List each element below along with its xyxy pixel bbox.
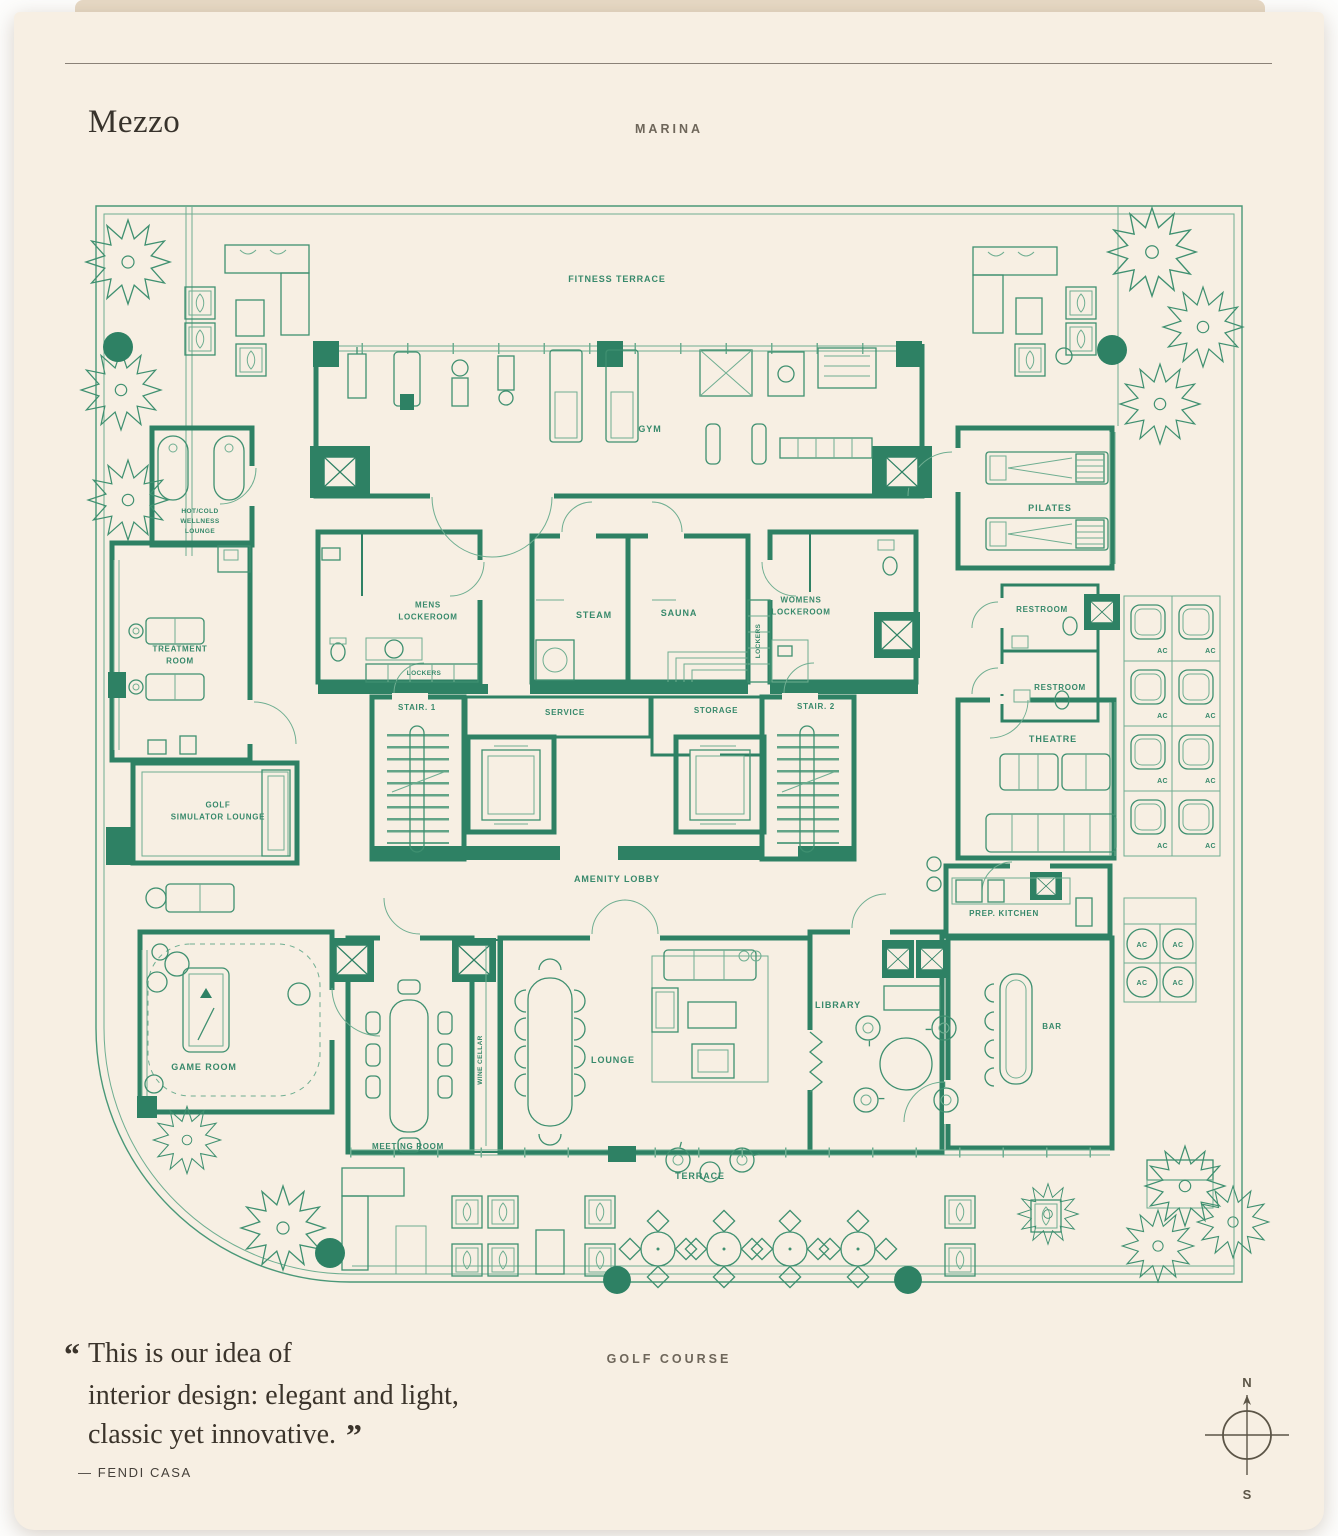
close-quote-mark: ” — [346, 1417, 362, 1454]
wellness-tubs — [157, 435, 245, 501]
svg-text:AC: AC — [1205, 713, 1216, 720]
room-label-terrace: TERRACE — [675, 1171, 725, 1182]
golf-simulator — [141, 769, 291, 857]
region-label-marina: MARINA — [635, 122, 703, 136]
room-label-wellness-lounge: HOT/COLD WELLNESS LOUNGE — [180, 507, 220, 536]
header-rule — [65, 63, 1272, 64]
quote-attribution: — FENDI CASA — [78, 1464, 192, 1480]
library-furniture — [848, 985, 964, 1118]
theatre-seating — [985, 753, 1117, 853]
room-label-library: LIBRARY — [815, 1000, 861, 1011]
room-label-storage: STORAGE — [693, 705, 739, 715]
room-label-meeting-room: MEETING ROOM — [372, 1141, 444, 1151]
room-label-treatment-room: TREATMENT ROOM — [152, 644, 208, 666]
lounge-dining-table — [514, 958, 586, 1146]
pilates-reformers — [985, 451, 1109, 551]
room-label-lockers-vertical: LOCKERS — [754, 623, 762, 659]
quote-line-3: classic yet innovative. — [88, 1419, 337, 1451]
prep-kitchen-counters — [926, 856, 1093, 927]
golf-lounge-sofa — [145, 883, 235, 913]
steam-room-fixtures — [535, 599, 676, 681]
room-label-restroom-2: RESTROOM — [1034, 682, 1086, 692]
ac-units-round: AC AC AC AC — [1123, 897, 1197, 1003]
svg-text:AC: AC — [1137, 942, 1148, 949]
svg-text:AC: AC — [1157, 648, 1168, 655]
region-label-golf-course: GOLF COURSE — [606, 1352, 732, 1366]
room-label-theatre: THEATRE — [1028, 734, 1078, 745]
door-gaps — [246, 448, 1050, 1124]
room-label-stair-1: STAIR. 1 — [398, 702, 436, 712]
room-label-steam: STEAM — [576, 610, 612, 621]
bar-furniture — [984, 973, 1033, 1087]
walls — [109, 343, 1117, 1158]
elevators — [481, 745, 751, 825]
room-label-pilates: PILATES — [1028, 503, 1072, 514]
quote-line-2: interior design: elegant and light, — [88, 1379, 459, 1411]
svg-text:AC: AC — [1157, 713, 1168, 720]
room-label-game-room: GAME ROOM — [171, 1062, 237, 1073]
room-label-amenity-lobby: AMENITY LOBBY — [573, 874, 661, 885]
room-label-golf-simulator: GOLF SIMULATOR LOUNGE — [170, 800, 266, 822]
gym-equipment — [347, 347, 877, 465]
room-label-mens-lockeroom: MENS LOCKEROOM — [398, 600, 458, 622]
room-label-stair-2: STAIR. 2 — [797, 701, 835, 711]
svg-text:AC: AC — [1173, 980, 1184, 987]
compass-icon: N S — [1205, 1375, 1289, 1502]
lounge-sofa-set — [651, 949, 769, 1183]
room-label-lockers: LOCKERS — [406, 669, 442, 677]
svg-text:AC: AC — [1205, 778, 1216, 785]
mens-lockeroom-fixtures — [321, 532, 479, 683]
terrace-furniture — [341, 1159, 1214, 1289]
womens-lockeroom-fixtures — [771, 532, 898, 683]
room-label-lounge: LOUNGE — [591, 1055, 635, 1066]
compass-north-label: N — [1242, 1375, 1251, 1390]
meeting-room-furniture — [365, 979, 453, 1153]
wall-piers — [106, 341, 1120, 1162]
svg-text:AC: AC — [1173, 942, 1184, 949]
treatment-beds — [128, 545, 251, 755]
upper-terrace-right — [972, 246, 1097, 377]
room-label-womens-lockeroom: WOMENS LOCKEROOM — [771, 595, 831, 617]
room-label-restroom-1: RESTROOM — [1016, 604, 1068, 614]
room-label-service: SERVICE — [545, 707, 585, 717]
room-label-wine-cellar: WINE CELLAR — [476, 1035, 484, 1085]
game-room-furniture — [144, 943, 321, 1097]
compass-needle — [1243, 1395, 1251, 1405]
svg-text:AC: AC — [1157, 778, 1168, 785]
room-label-sauna: SAUNA — [660, 608, 698, 619]
room-label-prep-kitchen: PREP. KITCHEN — [969, 908, 1039, 918]
ac-units-grid: AC AC AC AC AC AC AC AC — [1123, 595, 1221, 857]
sauna-benches — [667, 651, 748, 682]
svg-text:AC: AC — [1205, 648, 1216, 655]
stair-1 — [387, 725, 449, 853]
page-title: Mezzo — [88, 104, 181, 140]
pool-table — [182, 967, 230, 1053]
stair-2 — [777, 725, 839, 853]
restroom-fixtures — [1011, 616, 1078, 710]
svg-text:AC: AC — [1137, 980, 1148, 987]
door-arcs — [219, 451, 1029, 1123]
room-label-gym: GYM — [638, 424, 662, 435]
room-label-fitness-terrace: FITNESS TERRACE — [568, 274, 666, 285]
quote-block: “ This is our idea of interior design: e… — [64, 1334, 494, 1480]
upper-terrace-left — [184, 244, 310, 377]
compass-south-label: S — [1243, 1487, 1252, 1502]
svg-text:AC: AC — [1205, 843, 1216, 850]
room-label-bar: BAR — [1042, 1021, 1062, 1031]
quote-line-1: This is our idea of — [88, 1338, 292, 1369]
lockers-strip — [747, 599, 771, 683]
svg-text:AC: AC — [1157, 843, 1168, 850]
open-quote-mark: “ — [64, 1336, 80, 1372]
